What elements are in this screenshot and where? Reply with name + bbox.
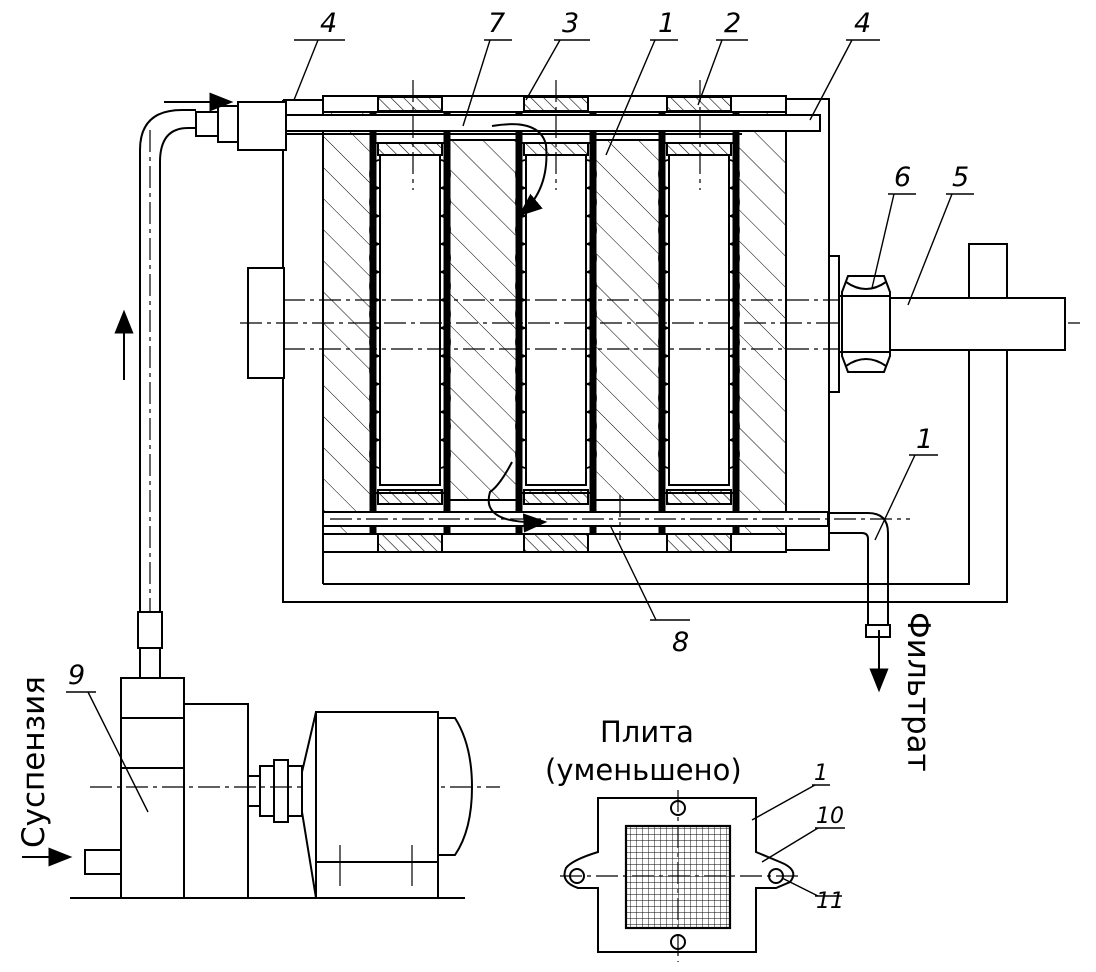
callout-10: 10 [816,804,844,829]
pump-9 [70,677,465,899]
callout-3: 3 [562,8,579,39]
suspension-label: Суспензия [16,676,52,848]
callout-9: 9 [68,660,85,691]
press-frame [282,99,1008,603]
frames-and-plates [372,139,737,501]
callout-11: 11 [816,889,844,914]
callout-7: 7 [488,8,505,39]
leader-lines [66,39,974,897]
callout-1-top: 1 [658,8,675,39]
callout-1-plate: 1 [814,761,828,786]
clamping-screw [838,295,1066,353]
callout-numbers: 4 7 3 1 2 4 6 5 1 8 9 1 10 11 [68,8,969,914]
callout-5: 5 [952,162,969,193]
electric-motor [301,711,474,899]
labels: Плита (уменьшено) Суспензия Фильтрат [16,612,936,848]
filtrate-pipe [828,512,891,638]
plate-title-line2: (уменьшено) [545,753,742,787]
left-end-plate [247,95,374,553]
filtrate-label: Фильтрат [900,612,936,772]
callout-6: 6 [894,162,911,193]
feed-pipe [137,101,287,680]
right-end-plate [735,95,840,553]
bottom-drain-channel [322,489,829,553]
callout-8: 8 [672,627,689,658]
flow-arrows [22,92,889,867]
callout-1-filtrate: 1 [916,424,933,455]
callout-4-left: 4 [320,8,337,39]
plate-title-line1: Плита [600,715,694,749]
clamping-nut [841,275,891,373]
callout-2: 2 [724,8,741,39]
callout-4-right: 4 [854,8,871,39]
plate-corrugations [369,159,740,469]
plate-view [560,790,800,962]
